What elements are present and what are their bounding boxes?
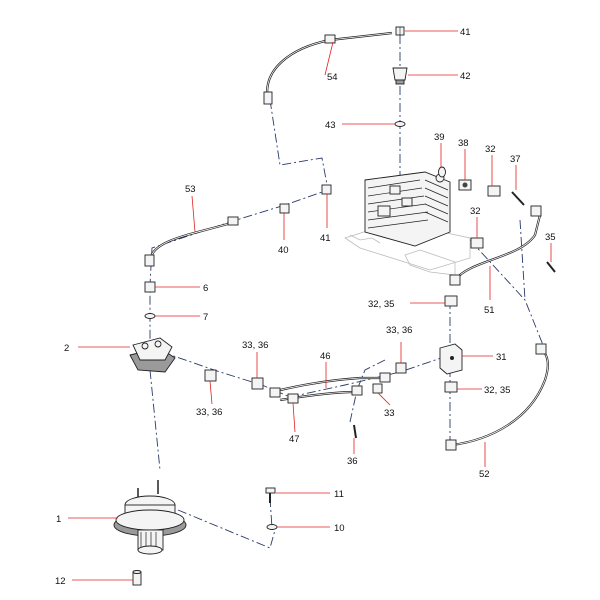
hose-46-47[interactable] [269,372,391,404]
callout-54: 54 [327,72,338,83]
bolt-11[interactable] [265,487,276,503]
bolt-36[interactable] [353,424,357,439]
plug-38[interactable] [458,179,472,191]
leader-lines [68,30,552,581]
callout-6: 6 [203,283,208,294]
o-ring-39[interactable] [438,166,446,178]
callout-33: 33 [384,408,395,419]
callout-47: 47 [289,434,300,445]
callout-37: 37 [510,154,521,165]
adapter-6[interactable] [144,281,156,293]
callout-12: 12 [55,576,66,587]
pilot-valve-2[interactable] [129,337,176,373]
shuttle-valve-31[interactable] [439,343,463,375]
pin-12[interactable] [132,570,142,586]
callout-2: 2 [64,343,69,354]
callout-41-mid: 41 [320,233,331,244]
callout-11: 11 [334,489,344,500]
control-valve[interactable] [364,171,451,247]
adapter-33-36-left[interactable] [204,369,217,382]
callout-52: 52 [479,469,490,480]
elbow-fitting-41-mid[interactable] [321,184,332,195]
hose-52[interactable] [445,343,549,451]
callout-7: 7 [203,312,208,323]
callout-10: 10 [334,523,345,534]
callout-32-35-lower: 32, 35 [484,385,510,396]
callout-33-36-left: 33, 36 [196,407,222,418]
o-ring-7[interactable] [144,313,156,319]
callout-1: 1 [56,514,61,525]
adapter-32-35-upper[interactable] [444,295,458,307]
callout-labels: 41 42 43 54 39 38 32 37 32 35 51 53 40 4… [55,27,556,587]
callout-39: 39 [434,132,445,143]
washer-10[interactable] [266,524,278,530]
callout-32-mid: 32 [470,206,481,217]
callout-33-36-mid: 33, 36 [242,340,268,351]
callout-42: 42 [460,71,471,82]
callout-31: 31 [496,352,507,363]
hose-51[interactable] [449,205,542,286]
adapter-33-36-mid[interactable] [251,377,264,390]
callout-40: 40 [278,245,289,256]
callout-53: 53 [185,184,196,195]
callout-41-top: 41 [460,27,471,38]
callout-46: 46 [320,351,331,362]
bolt-35[interactable] [546,261,556,273]
bolt-37[interactable] [511,191,525,206]
adapter-32-mid[interactable] [470,237,484,249]
callout-38: 38 [458,138,469,149]
union-40[interactable] [279,203,290,214]
callout-43: 43 [325,120,336,131]
callout-51: 51 [484,305,495,316]
callout-32-35-upper: 32, 35 [368,299,394,310]
swing-motor-1[interactable] [113,480,187,555]
hose-53[interactable] [144,216,239,267]
adapter-33-36-right[interactable] [395,362,407,374]
adapter-32-top[interactable] [487,185,501,197]
callout-32-top: 32 [485,144,496,155]
adapter-42[interactable] [392,67,408,85]
elbow-fitting-41-top[interactable] [395,26,405,36]
hose-54[interactable] [263,31,393,105]
adapter-33[interactable] [372,383,383,394]
adapter-32-35-lower[interactable] [444,381,458,393]
o-ring-43[interactable] [394,121,406,127]
callout-33-36-right: 33, 36 [386,325,412,336]
callout-36: 36 [347,456,358,467]
callout-35: 35 [545,232,556,243]
